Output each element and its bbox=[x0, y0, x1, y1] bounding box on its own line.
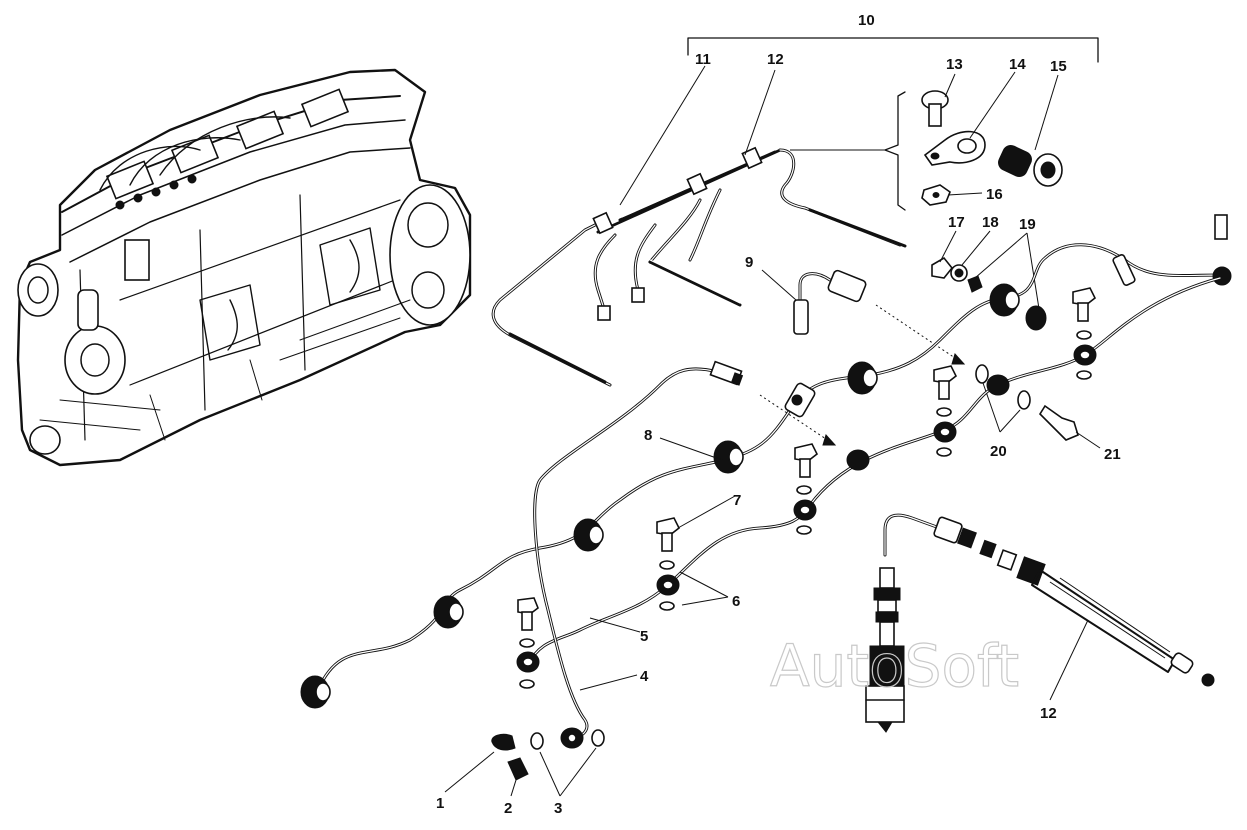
label-16: 16 bbox=[986, 186, 1003, 203]
label-20: 20 bbox=[990, 443, 1007, 460]
label-12-top: 12 bbox=[767, 51, 784, 68]
rings-20 bbox=[975, 364, 1031, 433]
part-labels: 1 2 3 4 5 6 7 8 9 10 11 12 12 13 14 15 1… bbox=[436, 12, 1121, 817]
label-3: 3 bbox=[554, 800, 562, 817]
pipe-assembly-10 bbox=[491, 37, 1099, 387]
union-nut-15 bbox=[998, 74, 1063, 187]
valve-cover-details bbox=[99, 88, 350, 210]
label-5: 5 bbox=[640, 628, 648, 645]
label-21: 21 bbox=[1104, 446, 1121, 463]
fuel-line-4 bbox=[533, 360, 744, 749]
label-12-bottom: 12 bbox=[1040, 705, 1057, 722]
label-2: 2 bbox=[504, 800, 512, 817]
watermark: AutoSoft bbox=[770, 632, 1019, 700]
fuel-line-5 bbox=[516, 276, 1222, 689]
banjo-bolt-13 bbox=[921, 73, 956, 127]
nut-16 bbox=[921, 184, 983, 206]
label-19: 19 bbox=[1019, 216, 1036, 233]
sensor-21 bbox=[1038, 404, 1101, 449]
return-line-8 bbox=[300, 214, 1232, 709]
label-10: 10 bbox=[858, 12, 875, 29]
label-6: 6 bbox=[732, 593, 740, 610]
fitting-9 bbox=[759, 269, 966, 446]
label-15: 15 bbox=[1050, 58, 1067, 75]
label-4: 4 bbox=[640, 668, 649, 685]
parts-1-2-3 bbox=[444, 729, 605, 797]
engine-block bbox=[16, 68, 472, 467]
label-1: 1 bbox=[436, 795, 444, 812]
label-7: 7 bbox=[733, 492, 741, 509]
injector-assembly bbox=[865, 513, 1215, 733]
small-parts bbox=[921, 71, 1101, 449]
nuts-17-18-19 bbox=[931, 230, 1041, 316]
label-11: 11 bbox=[695, 51, 711, 68]
label-18: 18 bbox=[982, 214, 999, 231]
label-8: 8 bbox=[644, 427, 652, 444]
label-17: 17 bbox=[948, 214, 965, 231]
label-9: 9 bbox=[745, 254, 753, 271]
label-14: 14 bbox=[1009, 56, 1026, 73]
label-13: 13 bbox=[946, 56, 963, 73]
clamp-14 bbox=[923, 71, 1016, 166]
